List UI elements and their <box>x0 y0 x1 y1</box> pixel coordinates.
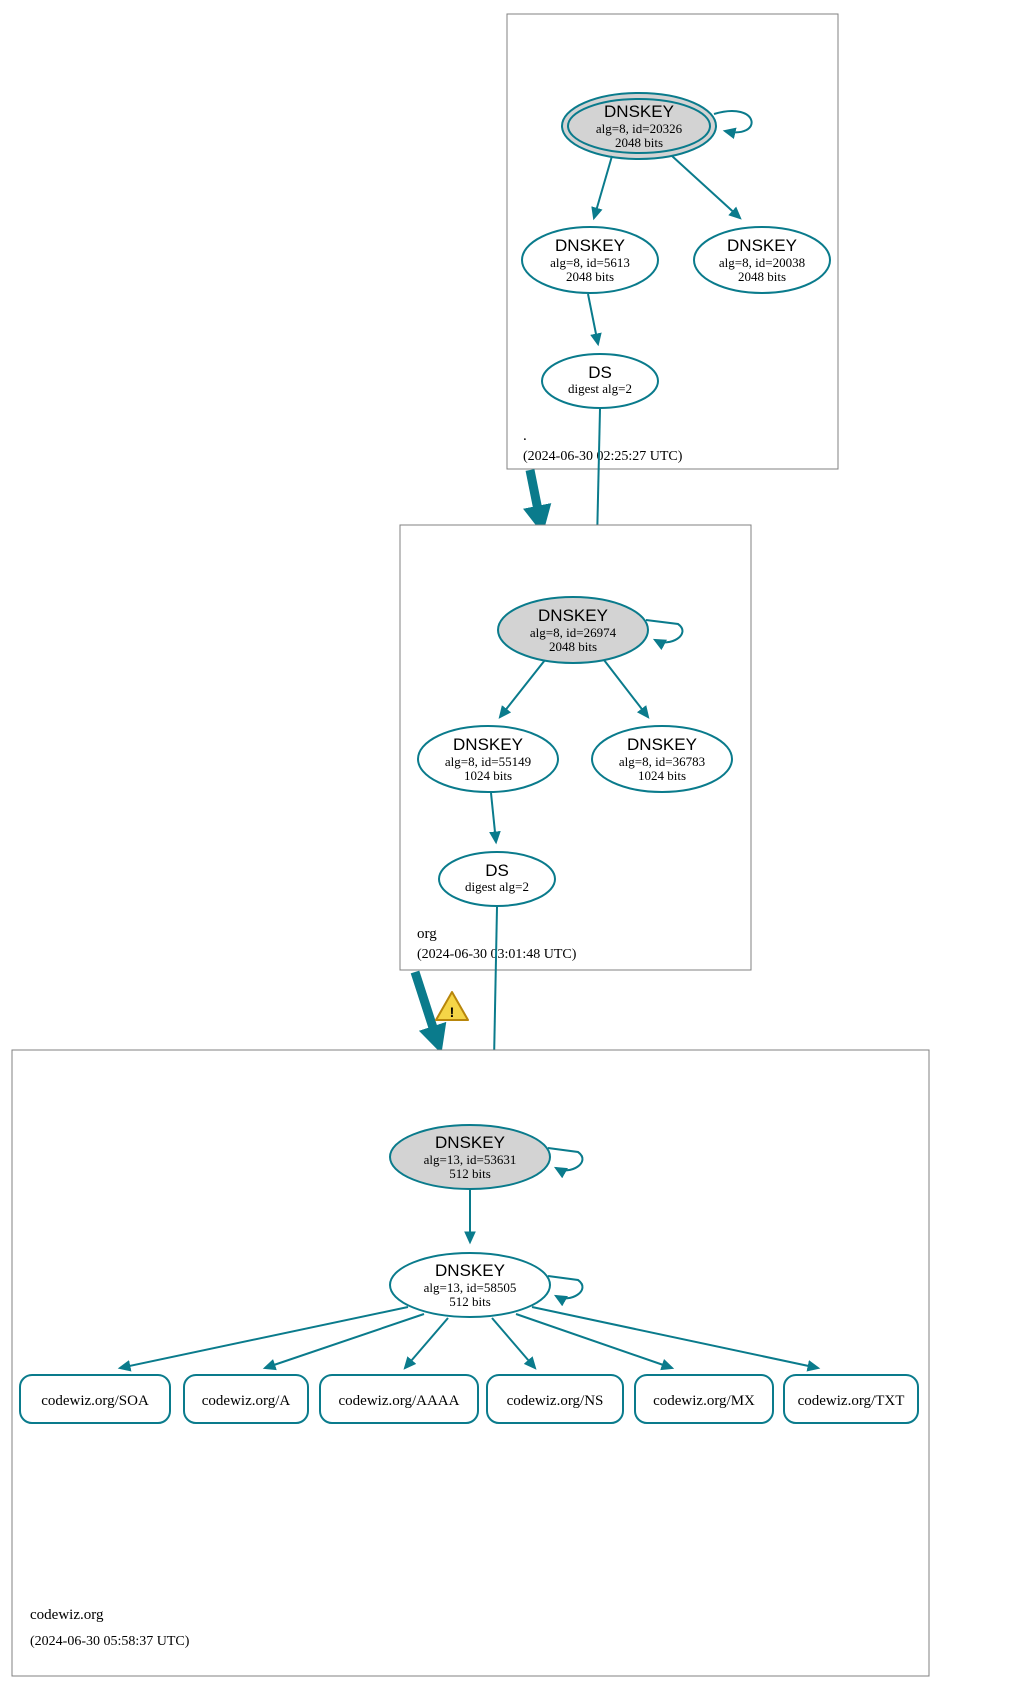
node-org-ksk-ellipse <box>497 596 649 664</box>
node-codewiz-zsk-line3: 512 bits <box>449 1294 491 1309</box>
edge-org-zsk-55149-to-ds <box>489 792 501 845</box>
rrset-txt-box <box>783 1374 919 1424</box>
node-org-ksk-line3: 2048 bits <box>549 639 597 654</box>
node-org-zsk-55149-line3: 1024 bits <box>464 768 512 783</box>
edge-org-ksk-to-zsk-55149 <box>498 659 546 719</box>
node-org-ds-title: DS <box>485 861 509 880</box>
edge-codewiz-ksk-self-sign <box>547 1147 584 1179</box>
node-root-zsk-20038-title: DNSKEY <box>727 236 797 255</box>
edge-zsk-to-rrset-soa <box>117 1306 409 1372</box>
node-org-zsk-55149[interactable]: DNSKEY alg=8, id=55149 1024 bits <box>417 725 559 793</box>
rrset-aaaa[interactable]: codewiz.org/AAAA <box>319 1374 479 1424</box>
node-org-ds[interactable]: DS digest alg=2 <box>438 851 556 907</box>
rrset-ns-label: codewiz.org/NS <box>507 1393 604 1409</box>
node-codewiz-ksk-line3: 512 bits <box>449 1166 491 1181</box>
node-org-zsk-36783-title: DNSKEY <box>627 735 697 754</box>
rrset-a-label: codewiz.org/A <box>202 1393 291 1409</box>
node-org-ksk[interactable]: DNSKEY alg=8, id=26974 2048 bits <box>497 596 649 664</box>
edge-zsk-to-rrset-ns <box>491 1317 537 1370</box>
node-root-zsk-5613-title: DNSKEY <box>555 236 625 255</box>
zone-label-codewiz: codewiz.org <box>30 1607 104 1623</box>
node-codewiz-ksk-line2: alg=13, id=53631 <box>424 1152 517 1167</box>
zone-timestamp-codewiz: (2024-06-30 05:58:37 UTC) <box>30 1634 190 1649</box>
node-root-zsk-20038[interactable]: DNSKEY alg=8, id=20038 2048 bits <box>693 226 831 294</box>
edge-zsk-to-rrset-txt <box>531 1306 821 1372</box>
node-root-zsk-20038-line2: alg=8, id=20038 <box>719 255 805 270</box>
node-codewiz-ksk-ellipse <box>389 1124 551 1190</box>
rrset-mx-label: codewiz.org/MX <box>653 1393 755 1409</box>
warning-triangle-icon[interactable]: ! <box>435 991 469 1021</box>
node-org-ksk-line2: alg=8, id=26974 <box>530 625 617 640</box>
rrset-aaaa-label: codewiz.org/AAAA <box>339 1393 460 1409</box>
node-codewiz-ksk-title: DNSKEY <box>435 1133 505 1152</box>
node-root-zsk-5613-line3: 2048 bits <box>566 269 614 284</box>
node-root-ds[interactable]: DS digest alg=2 <box>541 353 659 409</box>
node-org-zsk-55149-ellipse <box>417 725 559 793</box>
zone-label-root: . <box>523 428 527 444</box>
node-codewiz-zsk-ellipse <box>389 1252 551 1318</box>
node-org-zsk-55149-title: DNSKEY <box>453 735 523 754</box>
node-root-ksk-line2: alg=8, id=20326 <box>596 121 683 136</box>
rrset-txt-label: codewiz.org/TXT <box>798 1393 905 1409</box>
node-codewiz-ksk[interactable]: DNSKEY alg=13, id=53631 512 bits <box>389 1124 551 1190</box>
node-org-ds-line2: digest alg=2 <box>465 879 529 894</box>
node-root-zsk-20038-ellipse <box>693 226 831 294</box>
node-org-zsk-36783-ellipse <box>591 725 733 793</box>
rrset-ns[interactable]: codewiz.org/NS <box>486 1374 624 1424</box>
node-root-zsk-5613[interactable]: DNSKEY alg=8, id=5613 2048 bits <box>521 226 659 294</box>
warning-triangle-glyph: ! <box>450 1004 455 1020</box>
node-root-ds-line2: digest alg=2 <box>568 381 632 396</box>
edge-root-to-org-delegation <box>523 469 552 535</box>
node-org-zsk-36783-line2: alg=8, id=36783 <box>619 754 705 769</box>
edge-root-ksk-to-zsk-5613 <box>591 155 613 221</box>
node-org-ds-ellipse <box>438 851 556 907</box>
node-root-ds-ellipse <box>541 353 659 409</box>
zone-timestamp-root: (2024-06-30 02:25:27 UTC) <box>523 449 683 464</box>
rrset-mx-box <box>634 1374 774 1424</box>
rrset-a-box <box>183 1374 309 1424</box>
rrset-txt[interactable]: codewiz.org/TXT <box>783 1374 919 1424</box>
rrset-aaaa-box <box>319 1374 479 1424</box>
node-org-zsk-36783[interactable]: DNSKEY alg=8, id=36783 1024 bits <box>591 725 733 793</box>
rrset-a[interactable]: codewiz.org/A <box>183 1374 309 1424</box>
edge-root-ksk-self-sign <box>713 110 753 140</box>
edge-zsk-to-rrset-aaaa <box>403 1317 449 1370</box>
node-org-zsk-55149-line2: alg=8, id=55149 <box>445 754 531 769</box>
node-org-ksk-title: DNSKEY <box>538 606 608 625</box>
rrset-soa[interactable]: codewiz.org/SOA <box>19 1374 171 1424</box>
warning-triangle-shape <box>435 991 469 1021</box>
zone-label-org: org <box>417 926 437 942</box>
node-root-zsk-20038-line3: 2048 bits <box>738 269 786 284</box>
node-root-ds-title: DS <box>588 363 612 382</box>
edge-codewiz-zsk-self-sign <box>547 1275 584 1307</box>
node-root-zsk-5613-ellipse <box>521 226 659 294</box>
node-codewiz-zsk-title: DNSKEY <box>435 1261 505 1280</box>
edge-org-ksk-to-zsk-36783 <box>603 659 650 719</box>
rrset-mx[interactable]: codewiz.org/MX <box>634 1374 774 1424</box>
node-root-ksk[interactable]: DNSKEY alg=8, id=20326 2048 bits <box>561 92 717 160</box>
rrset-soa-box <box>19 1374 171 1424</box>
node-codewiz-zsk-line2: alg=13, id=58505 <box>424 1280 517 1295</box>
edge-zsk-to-rrset-mx <box>515 1313 675 1371</box>
node-root-ksk-line3: 2048 bits <box>615 135 663 150</box>
rrset-soa-label: codewiz.org/SOA <box>41 1393 149 1409</box>
node-root-ksk-title: DNSKEY <box>604 102 674 121</box>
node-root-zsk-5613-line2: alg=8, id=5613 <box>550 255 630 270</box>
edge-zsk-to-rrset-a <box>262 1313 425 1371</box>
rrset-ns-box <box>486 1374 624 1424</box>
edge-org-to-codewiz-delegation <box>410 970 447 1054</box>
node-org-zsk-36783-line3: 1024 bits <box>638 768 686 783</box>
node-root-ksk-inner-ellipse <box>567 98 711 154</box>
edge-root-ksk-to-zsk-20038 <box>671 155 742 220</box>
edge-org-ksk-self-sign <box>645 619 684 651</box>
node-codewiz-zsk[interactable]: DNSKEY alg=13, id=58505 512 bits <box>389 1252 551 1318</box>
edge-root-zsk-5613-to-ds <box>587 293 602 347</box>
